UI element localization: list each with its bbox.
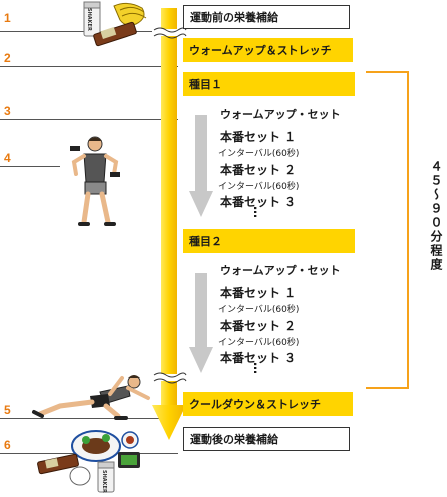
dumbbell-man-illustration	[70, 136, 120, 226]
step-number-1: 1	[4, 11, 11, 25]
step-number-6: 6	[4, 438, 11, 452]
pre-workout-nutrition-box: 運動前の栄養補給	[183, 5, 350, 29]
interval-label-1b: インターバル(60秒)	[218, 182, 300, 192]
post-workout-nutrition-box: 運動後の栄養補給	[183, 427, 350, 451]
step-number-4: 4	[4, 151, 11, 165]
step-number-2: 2	[4, 51, 11, 65]
shaker-label-bottom: SHAKER	[101, 470, 107, 493]
stretching-man-illustration	[32, 375, 150, 420]
warmup-set-label-2: ウォームアップ・セット	[220, 264, 341, 277]
pre-nutrition-illustration	[83, 1, 147, 47]
main-set-2-label-1: 本番セット ２	[220, 163, 297, 177]
duration-bracket	[366, 71, 409, 389]
continuation-dots-1: …	[251, 206, 265, 217]
cooldown-stretch-box: クールダウン＆ストレッチ	[183, 392, 353, 416]
main-set-1-label-1: 本番セット １	[220, 130, 297, 144]
continuation-dots-2: …	[251, 362, 265, 373]
exercise-1-box: 種目１	[183, 72, 355, 96]
warmup-stretch-box: ウォームアップ＆ストレッチ	[183, 38, 353, 62]
timeline-break-bottom	[152, 372, 188, 384]
main-set-3-label-1: 本番セット ３	[220, 195, 297, 209]
warmup-set-label-1: ウォームアップ・セット	[220, 108, 341, 121]
exercise-2-box: 種目２	[183, 229, 355, 253]
post-nutrition-illustration	[37, 430, 140, 493]
step-3-rule	[0, 119, 178, 120]
shaker-label-top: SHAKER	[86, 8, 92, 31]
main-set-1-label-2: 本番セット １	[220, 286, 297, 300]
interval-label-2b: インターバル(60秒)	[218, 338, 300, 348]
set-flow-arrow-1	[189, 115, 213, 217]
interval-label-2a: インターバル(60秒)	[218, 305, 300, 315]
step-5-rule	[0, 418, 178, 419]
interval-label-1a: インターバル(60秒)	[218, 149, 300, 159]
step-number-5: 5	[4, 403, 11, 417]
duration-label: ４５～９０分程度	[429, 160, 443, 272]
step-number-3: 3	[4, 104, 11, 118]
step-2-rule	[0, 66, 178, 67]
main-set-2-label-2: 本番セット ２	[220, 319, 297, 333]
main-set-3-label-2: 本番セット ３	[220, 351, 297, 365]
timeline-arrow	[152, 8, 186, 440]
set-flow-arrow-2	[189, 273, 213, 373]
step-4-rule	[0, 166, 60, 167]
